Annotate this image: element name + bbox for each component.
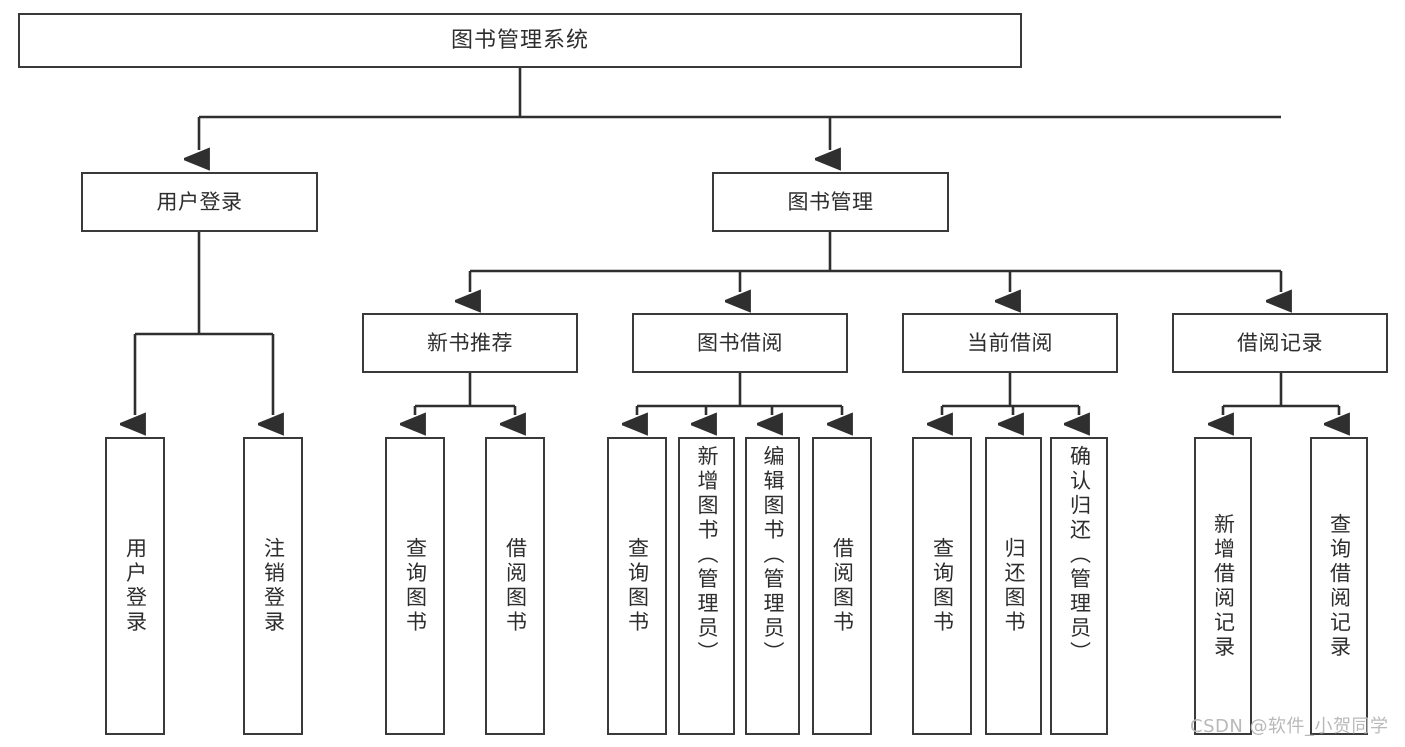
- node-current-borrow[interactable]: 当前借阅: [902, 313, 1118, 373]
- node-leaf-return-book[interactable]: 归还图书: [985, 437, 1042, 735]
- node-leaf-query-record[interactable]: 查询借阅记录: [1310, 437, 1368, 735]
- node-current-borrow-label: 当前借阅: [967, 330, 1053, 355]
- node-book-borrow[interactable]: 图书借阅: [632, 313, 848, 373]
- node-leaf-borrow-book-2-label: 借阅图书: [830, 537, 855, 635]
- node-new-book-recommend-label: 新书推荐: [427, 330, 513, 355]
- watermark-text: CSDN @软件_小贺同学: [1190, 716, 1389, 737]
- node-leaf-edit-book-label: 编辑图书（管理员）: [761, 445, 785, 666]
- node-leaf-logout[interactable]: 注销登录: [243, 437, 303, 735]
- node-root[interactable]: 图书管理系统: [18, 13, 1022, 68]
- node-leaf-logout-label: 注销登录: [261, 537, 286, 635]
- node-leaf-add-book-label: 新增图书（管理员）: [695, 445, 719, 666]
- node-leaf-query-book-1[interactable]: 查询图书: [385, 437, 445, 735]
- node-borrow-record[interactable]: 借阅记录: [1172, 313, 1388, 373]
- node-leaf-user-login-label: 用户登录: [123, 537, 148, 635]
- node-user-login-label: 用户登录: [156, 189, 243, 214]
- node-leaf-confirm-return-label: 确认归还（管理员）: [1067, 445, 1092, 666]
- node-leaf-add-book[interactable]: 新增图书（管理员）: [678, 437, 735, 735]
- node-leaf-edit-book[interactable]: 编辑图书（管理员）: [745, 437, 800, 735]
- node-new-book-recommend[interactable]: 新书推荐: [362, 313, 578, 373]
- node-leaf-add-record[interactable]: 新增借阅记录: [1194, 437, 1252, 735]
- node-leaf-query-book-3-label: 查询图书: [930, 537, 955, 635]
- node-leaf-query-record-label: 查询借阅记录: [1327, 512, 1352, 660]
- node-root-label: 图书管理系统: [450, 27, 589, 53]
- node-leaf-borrow-book-2[interactable]: 借阅图书: [812, 437, 872, 735]
- node-leaf-user-login[interactable]: 用户登录: [105, 437, 165, 735]
- node-book-manage-label: 图书管理: [787, 189, 874, 214]
- node-leaf-query-book-2-label: 查询图书: [625, 537, 650, 635]
- node-leaf-add-record-label: 新增借阅记录: [1211, 512, 1236, 660]
- node-leaf-query-book-3[interactable]: 查询图书: [912, 437, 972, 735]
- node-leaf-query-book-1-label: 查询图书: [403, 537, 428, 635]
- node-leaf-borrow-book-1-label: 借阅图书: [503, 537, 528, 635]
- node-user-login[interactable]: 用户登录: [81, 172, 318, 232]
- node-leaf-query-book-2[interactable]: 查询图书: [607, 437, 667, 735]
- node-leaf-confirm-return[interactable]: 确认归还（管理员）: [1050, 437, 1108, 735]
- node-borrow-record-label: 借阅记录: [1237, 330, 1323, 355]
- node-book-borrow-label: 图书借阅: [697, 330, 783, 355]
- node-leaf-borrow-book-1[interactable]: 借阅图书: [485, 437, 545, 735]
- node-book-manage[interactable]: 图书管理: [712, 172, 949, 232]
- node-leaf-return-book-label: 归还图书: [1002, 537, 1026, 635]
